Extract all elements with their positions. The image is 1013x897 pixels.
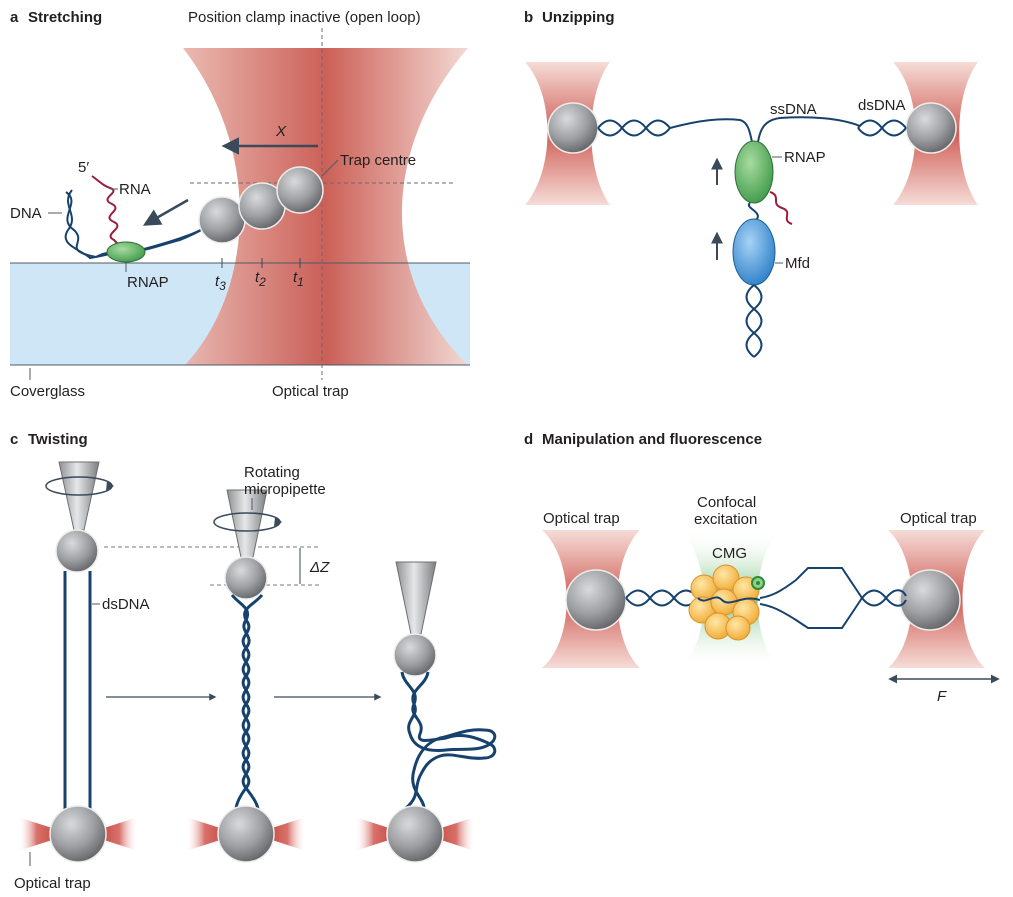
panel-b-letter: b: [524, 9, 533, 26]
panel-b: b Unzipping ssDNA dsDNA RNAP Mfd: [524, 9, 978, 358]
trap-c3-left: [355, 817, 389, 851]
fork-d-bottom: [759, 597, 863, 629]
bead-d-right: [899, 569, 961, 631]
trap-c3-right: [441, 817, 475, 851]
panel-c: c Twisting dsDNA Optical trap ΔZ Rotatin…: [10, 431, 497, 892]
bead-c1-bottom: [49, 805, 107, 863]
bead-b-left: [547, 102, 599, 154]
rna-strand-a: [91, 175, 123, 249]
supercoil-c2-b: [241, 594, 264, 811]
dsdna-b-left-1: [597, 119, 671, 137]
micropipette-2: [226, 489, 268, 563]
rotation-arrowhead-1: [106, 481, 114, 491]
fluorophore-dot-core: [756, 581, 760, 585]
optical-trap-a-label: Optical trap: [272, 383, 349, 400]
dsdna-b-right-2: [857, 119, 907, 137]
panel-d-title: Manipulation and fluorescence: [542, 431, 762, 448]
optical-trap-beam-a: [183, 48, 468, 365]
bead-c2-bottom: [217, 805, 275, 863]
panel-c-letter: c: [10, 431, 18, 448]
x-label: X: [275, 123, 287, 140]
dsdna-b-left-2: [597, 119, 671, 137]
dsdna-b-bottom-1: [745, 284, 763, 358]
five-prime-label: 5′: [78, 159, 89, 176]
confocal-label-1: Confocal: [697, 494, 756, 511]
bead-t3: [198, 196, 246, 244]
panel-b-title: Unzipping: [542, 9, 614, 26]
bead-c3-bottom: [386, 805, 444, 863]
plectoneme-c3-b: [407, 671, 497, 809]
cmg-subunit: [725, 615, 751, 641]
dsdna-b-label: dsDNA: [858, 97, 906, 114]
trap-c1-left: [18, 817, 52, 851]
panel-c-title: Twisting: [28, 431, 88, 448]
delta-z-label: ΔZ: [309, 559, 330, 576]
dsdna-d-left-1: [625, 589, 699, 607]
rna-label: RNA: [119, 181, 151, 198]
trap-d-left-label: Optical trap: [543, 510, 620, 527]
dna-link-b: [747, 202, 759, 221]
rotation-arrowhead-2: [274, 517, 282, 527]
rnap-a: [106, 241, 146, 263]
panel-a-title: Stretching: [28, 9, 102, 26]
micropipette-1: [58, 461, 100, 531]
t2-label: t2: [255, 269, 266, 289]
cmg-label: CMG: [712, 545, 747, 562]
bead-c1-top: [55, 529, 99, 573]
position-clamp-label: Position clamp inactive (open loop): [188, 9, 421, 26]
force-label: F: [937, 688, 947, 705]
micropipette-3: [395, 561, 437, 635]
bead-d-left: [565, 569, 627, 631]
ssdna-b-left: [669, 118, 753, 143]
rnap-b-label: RNAP: [784, 149, 826, 166]
coverglass-label: Coverglass: [10, 383, 85, 400]
dsdna-b-bottom-2: [745, 284, 763, 358]
bead-c3-top: [393, 633, 437, 677]
mfd-label: Mfd: [785, 255, 810, 272]
panel-a-letter: a: [10, 9, 19, 26]
trap-centre-label: Trap centre: [340, 152, 416, 169]
rna-strand-b: [769, 191, 793, 225]
mfd-b: [732, 218, 776, 286]
trap-c2-right: [272, 817, 306, 851]
rotating-label-2: micropipette: [244, 481, 326, 498]
dsdna-d-through-cmg: [697, 596, 761, 604]
dsdna-c-label: dsDNA: [102, 596, 150, 613]
dsdna-d-left-2: [625, 589, 699, 607]
dsdna-d-right-2: [861, 589, 907, 607]
t1-label: t1: [293, 269, 304, 289]
dna-label: DNA: [10, 205, 42, 222]
panel-d: d Manipulation and fluorescence Optical …: [524, 431, 1000, 705]
rotating-label-1: Rotating: [244, 464, 300, 481]
rnap-b: [734, 140, 774, 204]
optical-trap-c-label: Optical trap: [14, 875, 91, 892]
fork-d-top: [759, 567, 863, 599]
t3-label: t3: [215, 273, 226, 293]
ssdna-label: ssDNA: [770, 101, 817, 118]
trap-d-right-label: Optical trap: [900, 510, 977, 527]
trap-centre-leader: [321, 159, 339, 177]
panel-a: a Stretching Position clamp inactive (op…: [10, 9, 470, 400]
bead-b-right: [905, 102, 957, 154]
rnap-a-label: RNAP: [127, 274, 169, 291]
ssdna-b-right: [757, 116, 861, 143]
bead-motion-arrow: [142, 198, 189, 226]
trap-c2-left: [186, 817, 220, 851]
bead-t1: [276, 166, 324, 214]
panel-d-letter: d: [524, 431, 533, 448]
trap-c1-right: [104, 817, 138, 851]
confocal-label-2: excitation: [694, 511, 757, 528]
bead-c2-top: [224, 556, 268, 600]
